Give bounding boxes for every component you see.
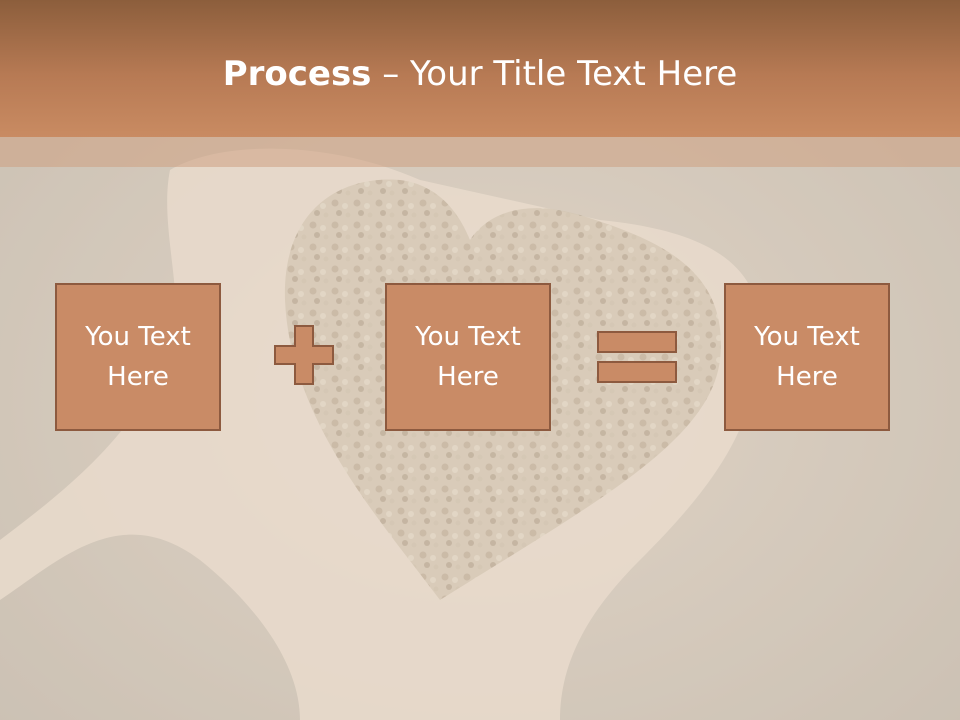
- title-strip: [0, 137, 960, 167]
- title-bar: [0, 0, 960, 137]
- title-bold-part: Process: [222, 54, 372, 94]
- plus-icon: [274, 325, 334, 385]
- text-box-2[interactable]: You Text Here: [385, 283, 551, 431]
- slide-title[interactable]: Process – Your Title Text Here: [0, 52, 960, 96]
- title-rest: – Your Title Text Here: [371, 54, 738, 94]
- text-box-1[interactable]: You Text Here: [55, 283, 221, 431]
- text-box-3[interactable]: You Text Here: [724, 283, 890, 431]
- equals-icon: [597, 331, 677, 383]
